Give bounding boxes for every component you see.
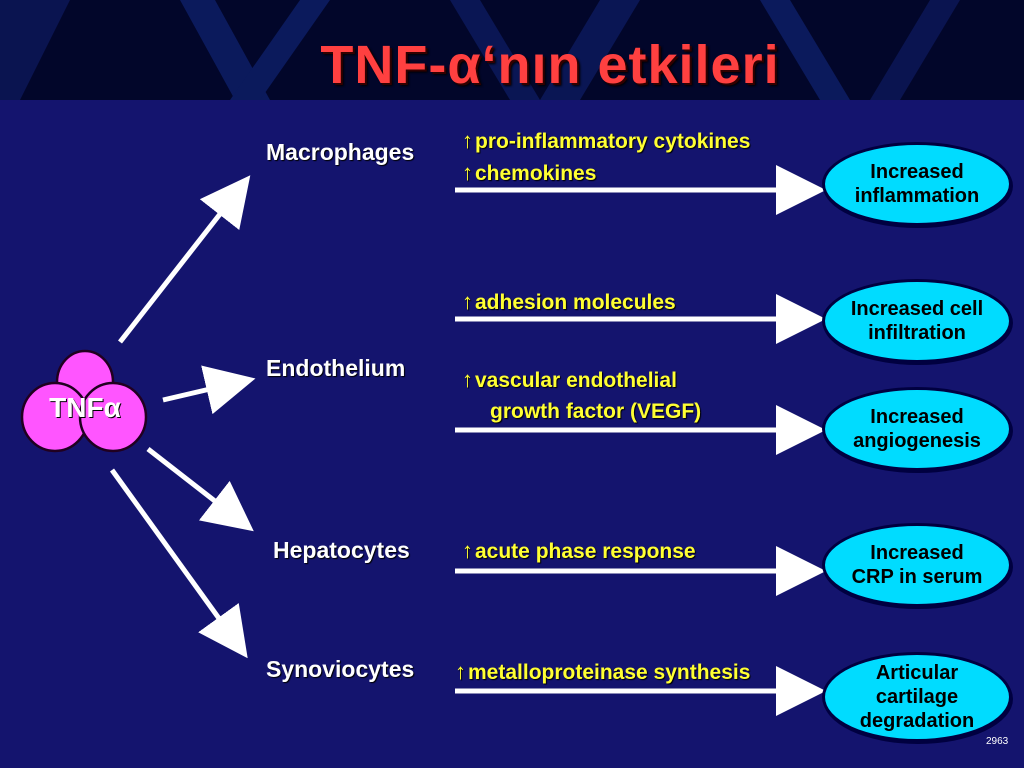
effect-acute-phase: ↑acute phase response <box>462 535 696 567</box>
cell-macrophages: Macrophages <box>266 139 415 165</box>
outcome-line: Increased cell <box>850 298 984 320</box>
effect-line: vascular endothelial <box>475 369 677 392</box>
outcome-line: Articular <box>875 662 959 684</box>
up-arrow-icon: ↑ <box>455 659 466 684</box>
tnf-molecule <box>20 349 148 453</box>
outcome-line: Increased <box>870 542 964 564</box>
effect-adhesion: ↑adhesion molecules <box>462 286 676 318</box>
effect-line: chemokines <box>475 162 597 185</box>
header-stripes <box>0 0 960 100</box>
cell-endothelium: Endothelium <box>266 355 406 381</box>
arrow-to-endothelium <box>162 365 256 415</box>
outcome-line: CRP in serum <box>851 566 983 588</box>
arrow-to-hepatocytes <box>146 447 254 532</box>
effect-metalloproteinase: ↑metalloproteinase synthesis <box>455 656 750 688</box>
up-arrow-icon: ↑ <box>462 160 473 185</box>
outcome-line: angiogenesis <box>853 430 981 452</box>
header-band: TNF-α‘nın etkileri <box>0 0 1024 100</box>
effect-line: pro-inflammatory cytokines <box>475 130 751 153</box>
outcome-line: Increased <box>870 406 964 428</box>
cell-synoviocytes: Synoviocytes <box>266 656 415 682</box>
up-arrow-icon: ↑ <box>462 367 473 392</box>
outcome-line: inflammation <box>854 185 980 207</box>
outcome-line: infiltration <box>868 322 966 344</box>
effect-line: metalloproteinase synthesis <box>468 661 751 684</box>
arrow-to-macrophages <box>118 175 251 344</box>
page-title: TNF-α‘nın etkileri <box>320 35 780 95</box>
outcome-line: Increased <box>870 161 964 183</box>
arrow-to-synoviocytes <box>109 468 248 659</box>
tnf-label: TNFα <box>49 392 121 423</box>
outcome-line: cartilage <box>875 686 959 708</box>
slide-number: 2963 <box>986 736 1009 747</box>
effect-line: growth factor (VEGF) <box>490 400 702 423</box>
up-arrow-icon: ↑ <box>462 289 473 314</box>
effect-line: adhesion molecules <box>475 291 676 314</box>
outcome-line: degradation <box>859 710 975 732</box>
effect-line: acute phase response <box>475 540 696 563</box>
effect-cytokines: ↑pro-inflammatory cytokines ↑chemokines <box>462 125 750 189</box>
effect-vegf: ↑vascular endothelial growth factor (VEG… <box>462 364 701 427</box>
up-arrow-icon: ↑ <box>462 538 473 563</box>
up-arrow-icon: ↑ <box>462 128 473 153</box>
cell-hepatocytes: Hepatocytes <box>273 537 410 563</box>
